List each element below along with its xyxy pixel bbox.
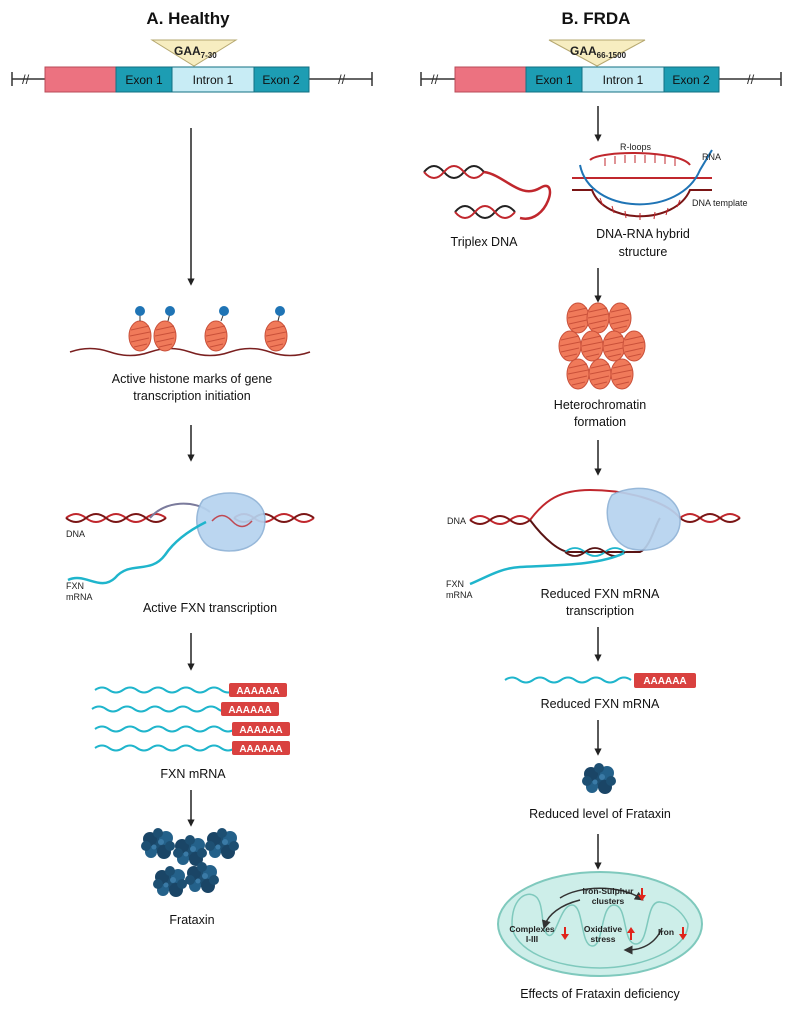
- frataxin-protein: [582, 763, 616, 794]
- frataxin-protein: [185, 862, 219, 893]
- rna-label: RNA: [702, 152, 721, 162]
- fes-clusters-label-2: clusters: [592, 896, 625, 906]
- dna-label-frda: DNA: [447, 516, 466, 526]
- iron-label: Iron: [658, 927, 674, 937]
- up-arrow-icon: [627, 927, 635, 940]
- frataxin-protein: [205, 828, 239, 859]
- gaa-label: GAA66-1500: [570, 44, 627, 60]
- hybrid-caption-2: structure: [619, 245, 668, 259]
- histone-mark: [219, 306, 229, 316]
- svg-text:AAAAAA: AAAAAA: [239, 744, 282, 755]
- effects-caption: Effects of Frataxin deficiency: [520, 987, 680, 1001]
- gaa-repeat-marker: [150, 39, 238, 67]
- svg-text:AAAAAA: AAAAAA: [643, 676, 686, 687]
- promoter-region: [454, 66, 527, 93]
- triplex-caption: Triplex DNA: [451, 235, 519, 249]
- fxn-label-healthy-1: FXN: [66, 581, 84, 591]
- polya-tail: [232, 722, 290, 736]
- frda-title: B. FRDA: [562, 9, 631, 28]
- dna-rna-hybrid: [572, 149, 713, 220]
- dna-template-label: DNA template: [692, 198, 748, 208]
- hybrid-caption-1: DNA-RNA hybrid: [596, 227, 690, 241]
- dna-label-healthy: DNA: [66, 529, 85, 539]
- svg-text://: //: [338, 72, 346, 87]
- exon-1: [525, 66, 583, 93]
- heterochromatin-caption-1: Heterochromatin: [554, 398, 646, 412]
- promoter-region: [44, 66, 117, 93]
- active-histone-marks: [69, 306, 311, 357]
- exon1-label: Exon 1: [125, 73, 163, 87]
- fes-clusters-label-1: Iron-Sulphur: [583, 886, 635, 896]
- fxn-mrna-caption: FXN mRNA: [160, 767, 226, 781]
- histone-mark: [165, 306, 175, 316]
- polya-tail: [221, 702, 279, 716]
- oxidative-label-2: stress: [590, 934, 615, 944]
- frataxin-protein: [141, 828, 175, 859]
- fxn-label-frda-2: mRNA: [446, 590, 473, 600]
- gaa-label: GAA7-30: [174, 44, 217, 60]
- histone-mark: [275, 306, 285, 316]
- histone-mark: [135, 306, 145, 316]
- down-arrow-icon: [679, 927, 687, 940]
- active-transcription: [65, 492, 315, 585]
- reduced-transcription-caption-1: Reduced FXN mRNA: [541, 587, 660, 601]
- reduced-transcription: [469, 487, 741, 586]
- intron1-label: Intron 1: [193, 73, 234, 87]
- down-arrow-icon: [561, 927, 569, 940]
- down-arrow-icon: [638, 888, 646, 901]
- exon2-label: Exon 2: [672, 73, 710, 87]
- intron-1: [171, 66, 255, 93]
- svg-text://: //: [431, 72, 439, 87]
- intron-1: [581, 66, 665, 93]
- healthy-gene-map: // // Exon 1 Intron 1 Exon 2 GAA7-30: [11, 39, 373, 93]
- exon2-label: Exon 2: [262, 73, 300, 87]
- svg-text://: //: [747, 72, 755, 87]
- svg-text:AAAAAA: AAAAAA: [239, 725, 282, 736]
- exon1-label: Exon 1: [535, 73, 573, 87]
- rloops-label: R-loops: [620, 142, 652, 152]
- svg-text:AAAAAA: AAAAAA: [228, 705, 271, 716]
- reduced-mrna-caption: Reduced FXN mRNA: [541, 697, 660, 711]
- exon-1: [115, 66, 173, 93]
- complexes-label-1: Complexes: [509, 924, 555, 934]
- polya-tail: [634, 673, 696, 688]
- healthy-title: A. Healthy: [146, 9, 230, 28]
- svg-text://: //: [22, 72, 30, 87]
- reduced-transcription-caption-2: transcription: [566, 604, 634, 618]
- frda-gene-map: // // Exon 1 Intron 1 Exon 2 GAA66-1500: [420, 39, 782, 93]
- complexes-label-2: I-III: [526, 934, 538, 944]
- frataxin-cluster: [141, 828, 239, 897]
- reduced-fxn-mrna: AAAAAA: [504, 673, 696, 688]
- rna-polymerase: [196, 492, 266, 552]
- oxidative-label-1: Oxidative: [584, 924, 623, 934]
- mitochondrion: [497, 871, 703, 977]
- intron1-label: Intron 1: [603, 73, 644, 87]
- histone-caption-1: Active histone marks of gene: [112, 372, 273, 386]
- fxn-label-frda-1: FXN: [446, 579, 464, 589]
- reduced-frataxin-caption: Reduced level of Frataxin: [529, 807, 671, 821]
- rna-polymerase: [606, 487, 681, 551]
- frataxin-protein: [173, 835, 207, 866]
- frataxin-protein: [153, 866, 187, 897]
- polya-tail: [232, 741, 290, 755]
- rna-strand: [579, 149, 713, 206]
- exon-2: [663, 66, 720, 93]
- active-transcription-caption: Active FXN transcription: [143, 601, 277, 615]
- nascent-mrna: [67, 520, 207, 585]
- exon-2: [253, 66, 310, 93]
- triplex-dna: [423, 165, 552, 220]
- fxn-mrna-stack: AAAAAA AAAAAA AAAAAA AAAAAA: [91, 683, 290, 755]
- svg-text:AAAAAA: AAAAAA: [236, 686, 279, 697]
- fxn-label-healthy-2: mRNA: [66, 592, 93, 602]
- gaa-expansion-marker: [548, 39, 646, 67]
- heterochromatin-caption-2: formation: [574, 415, 626, 429]
- nascent-mrna: [469, 551, 625, 586]
- histone-caption-2: transcription initiation: [133, 389, 250, 403]
- frataxin-caption: Frataxin: [169, 913, 214, 927]
- polya-tail: [229, 683, 287, 697]
- heterochromatin-nucleosomes: [558, 302, 646, 390]
